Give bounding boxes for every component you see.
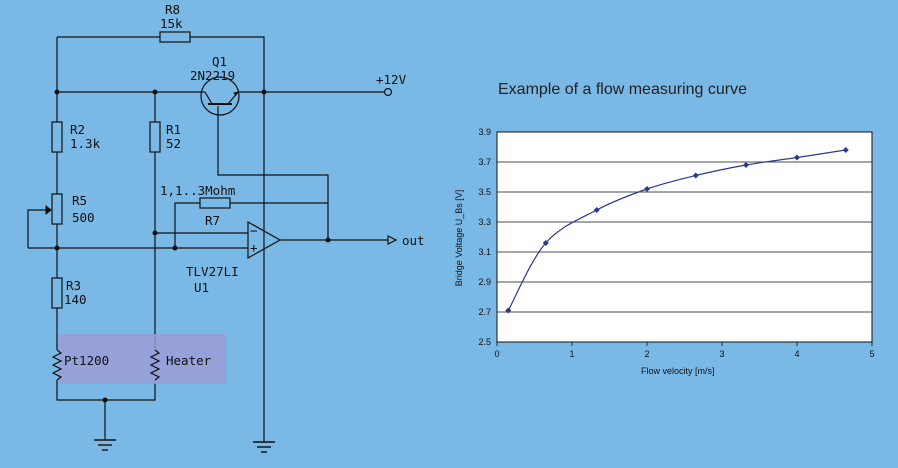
- opamp-name: U1: [194, 280, 209, 295]
- supply-terminal: [383, 87, 393, 97]
- y-tick-label: 3.3: [478, 217, 491, 227]
- opamp-minus: −: [250, 223, 258, 238]
- output-label: out: [402, 233, 425, 248]
- heater-label: Heater: [166, 353, 212, 368]
- pt1200-label: Pt1200: [64, 353, 109, 368]
- circuit-junctions: [54, 89, 331, 403]
- data-point: [692, 172, 699, 179]
- r7-name: R7: [205, 213, 220, 228]
- data-point: [542, 240, 549, 246]
- resistor-r1: [149, 121, 161, 153]
- plot-area: [496, 131, 873, 343]
- transistor-q1: [200, 76, 240, 116]
- y-tick-label: 3.7: [478, 157, 491, 167]
- heater-resistor-zigzag: [149, 349, 161, 381]
- y-tick-label: 3.1: [478, 247, 491, 257]
- r3-value: 140: [64, 292, 87, 307]
- ground-icon: [253, 441, 275, 453]
- x-tick-label: 1: [569, 349, 574, 359]
- x-tick-label: 0: [494, 349, 499, 359]
- r2-name: R2: [70, 122, 85, 137]
- data-point: [593, 207, 600, 213]
- flow-chart: 2.5 2.7 2.9 3.1 3.3 3.5 3.7 3.9 0 1 2 3 4 5: [478, 127, 874, 359]
- opamp-part: TLV27LI: [186, 264, 239, 279]
- x-tick-label: 5: [869, 349, 874, 359]
- r5-wiper-arrow: [45, 204, 52, 216]
- y-tick-label: 2.5: [478, 337, 491, 347]
- x-tick-label: 4: [794, 349, 799, 359]
- r1-name: R1: [166, 122, 181, 137]
- y-tick-label: 2.7: [478, 307, 491, 317]
- data-point: [743, 162, 749, 168]
- data-point: [794, 154, 800, 161]
- r8-value: 15k: [160, 16, 183, 31]
- chart-title: Example of a flow measuring curve: [498, 81, 747, 98]
- output-arrow-icon: [387, 235, 398, 245]
- y-tick-label: 2.9: [478, 277, 491, 287]
- r5-name: R5: [72, 193, 87, 208]
- r2-value: 1.3k: [70, 136, 101, 151]
- x-tick-label: 2: [644, 349, 649, 359]
- q1-name: Q1: [212, 54, 227, 69]
- r8-name: R8: [165, 2, 180, 17]
- r3-name: R3: [66, 278, 81, 293]
- resistor-r2: [51, 121, 63, 153]
- opamp-plus: +: [250, 240, 258, 255]
- y-axis-label: Bridge Voltage U_Bs [V]: [454, 190, 464, 287]
- supply-label: +12V: [376, 72, 407, 87]
- opamp-u1: [247, 220, 282, 260]
- resistor-r3: [51, 277, 63, 309]
- resistor-r7: [199, 197, 231, 209]
- r7-value: 1,1..3Mohm: [160, 183, 235, 198]
- y-tick-label: 3.5: [478, 187, 491, 197]
- r1-value: 52: [166, 136, 181, 151]
- x-tick-label: 3: [719, 349, 724, 359]
- data-point: [842, 147, 849, 153]
- q1-part: 2N2219: [190, 68, 235, 83]
- sensor-highlight: [58, 334, 226, 384]
- x-axis-label: Flow velocity [m/s]: [641, 366, 715, 376]
- data-point: [644, 186, 650, 192]
- pt1200-resistor-zigzag: [51, 349, 63, 381]
- r5-value: 500: [72, 210, 95, 225]
- data-point: [505, 307, 512, 314]
- ground-icon: [94, 439, 116, 451]
- resistor-r5: [51, 193, 63, 225]
- y-tick-label: 3.9: [478, 127, 491, 137]
- resistor-r8: [159, 31, 191, 43]
